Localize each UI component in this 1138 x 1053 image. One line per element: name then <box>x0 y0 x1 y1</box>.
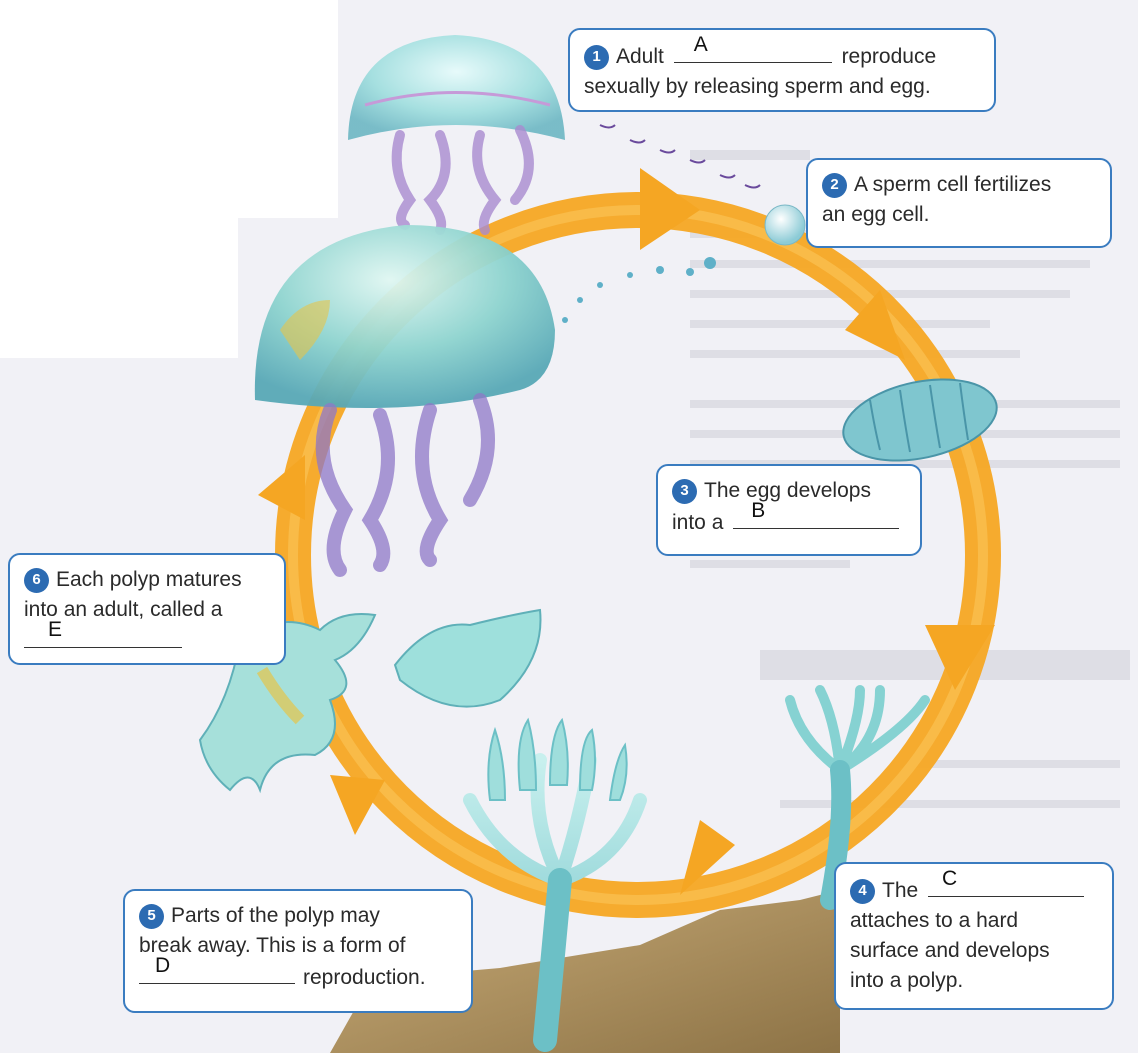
egg-cell <box>764 204 806 246</box>
step-number-badge: 5 <box>139 903 164 929</box>
callout-text: into a <box>672 511 724 534</box>
callout-step-4: 4 The C attaches to a hard surface and de… <box>834 862 1114 1010</box>
callout-step-6: 6 Each polyp matures into an adult, calle… <box>8 553 286 665</box>
blank-a[interactable]: A <box>673 33 832 63</box>
callout-text: A sperm cell fertilizes <box>854 173 1052 196</box>
blank-b[interactable]: B <box>733 499 900 529</box>
adult-jellyfish-large <box>254 225 555 577</box>
adult-jellyfish-small <box>348 35 565 235</box>
step-number-badge: 3 <box>672 478 697 504</box>
ephyra-piece <box>393 608 542 708</box>
callout-text: Each polyp matures <box>56 568 242 591</box>
polyp-attached <box>785 685 930 910</box>
sperm-cells <box>599 124 761 189</box>
blank-letter: A <box>693 33 708 56</box>
blank-c[interactable]: C <box>928 867 1085 897</box>
blank-e[interactable]: E <box>24 618 182 648</box>
callout-text: Parts of the polyp may <box>171 904 380 927</box>
callout-text: an egg cell. <box>822 203 930 226</box>
callout-text: The egg develops <box>704 479 871 502</box>
callout-text: The <box>882 879 919 902</box>
cycle-arrowheads <box>258 168 995 895</box>
blank-letter: B <box>751 499 766 522</box>
step-number-badge: 4 <box>850 878 875 904</box>
step-number-badge: 1 <box>584 44 609 70</box>
callout-text: into a polyp. <box>850 969 964 992</box>
larva <box>842 378 998 462</box>
blank-letter: E <box>48 618 63 641</box>
callout-step-1: 1 Adult A reproduce sexually by releasing… <box>568 28 996 112</box>
callout-text: Adult <box>616 45 664 68</box>
callout-text: into an adult, called a <box>24 598 223 621</box>
callout-step-3: 3 The egg develops into a B <box>656 464 922 556</box>
step-number-badge: 2 <box>822 172 847 198</box>
callout-text: surface and develops <box>850 939 1050 962</box>
blank-d[interactable]: D <box>139 954 295 984</box>
blank-letter: D <box>155 954 171 977</box>
callout-text: reproduction. <box>303 966 426 989</box>
callout-text: reproduce <box>841 45 937 68</box>
step-number-badge: 6 <box>24 567 49 593</box>
callout-step-2: 2 A sperm cell fertilizes an egg cell. <box>806 158 1112 248</box>
blank-letter: C <box>942 867 958 890</box>
released-eggs <box>562 257 716 323</box>
callout-step-5: 5 Parts of the polyp may break away. This… <box>123 889 473 1013</box>
polyp-colony <box>463 717 647 1052</box>
callout-text: sexually by releasing sperm and egg. <box>584 75 931 98</box>
callout-text: attaches to a hard <box>850 909 1019 932</box>
callout-text: break away. This is a form of <box>139 934 406 957</box>
